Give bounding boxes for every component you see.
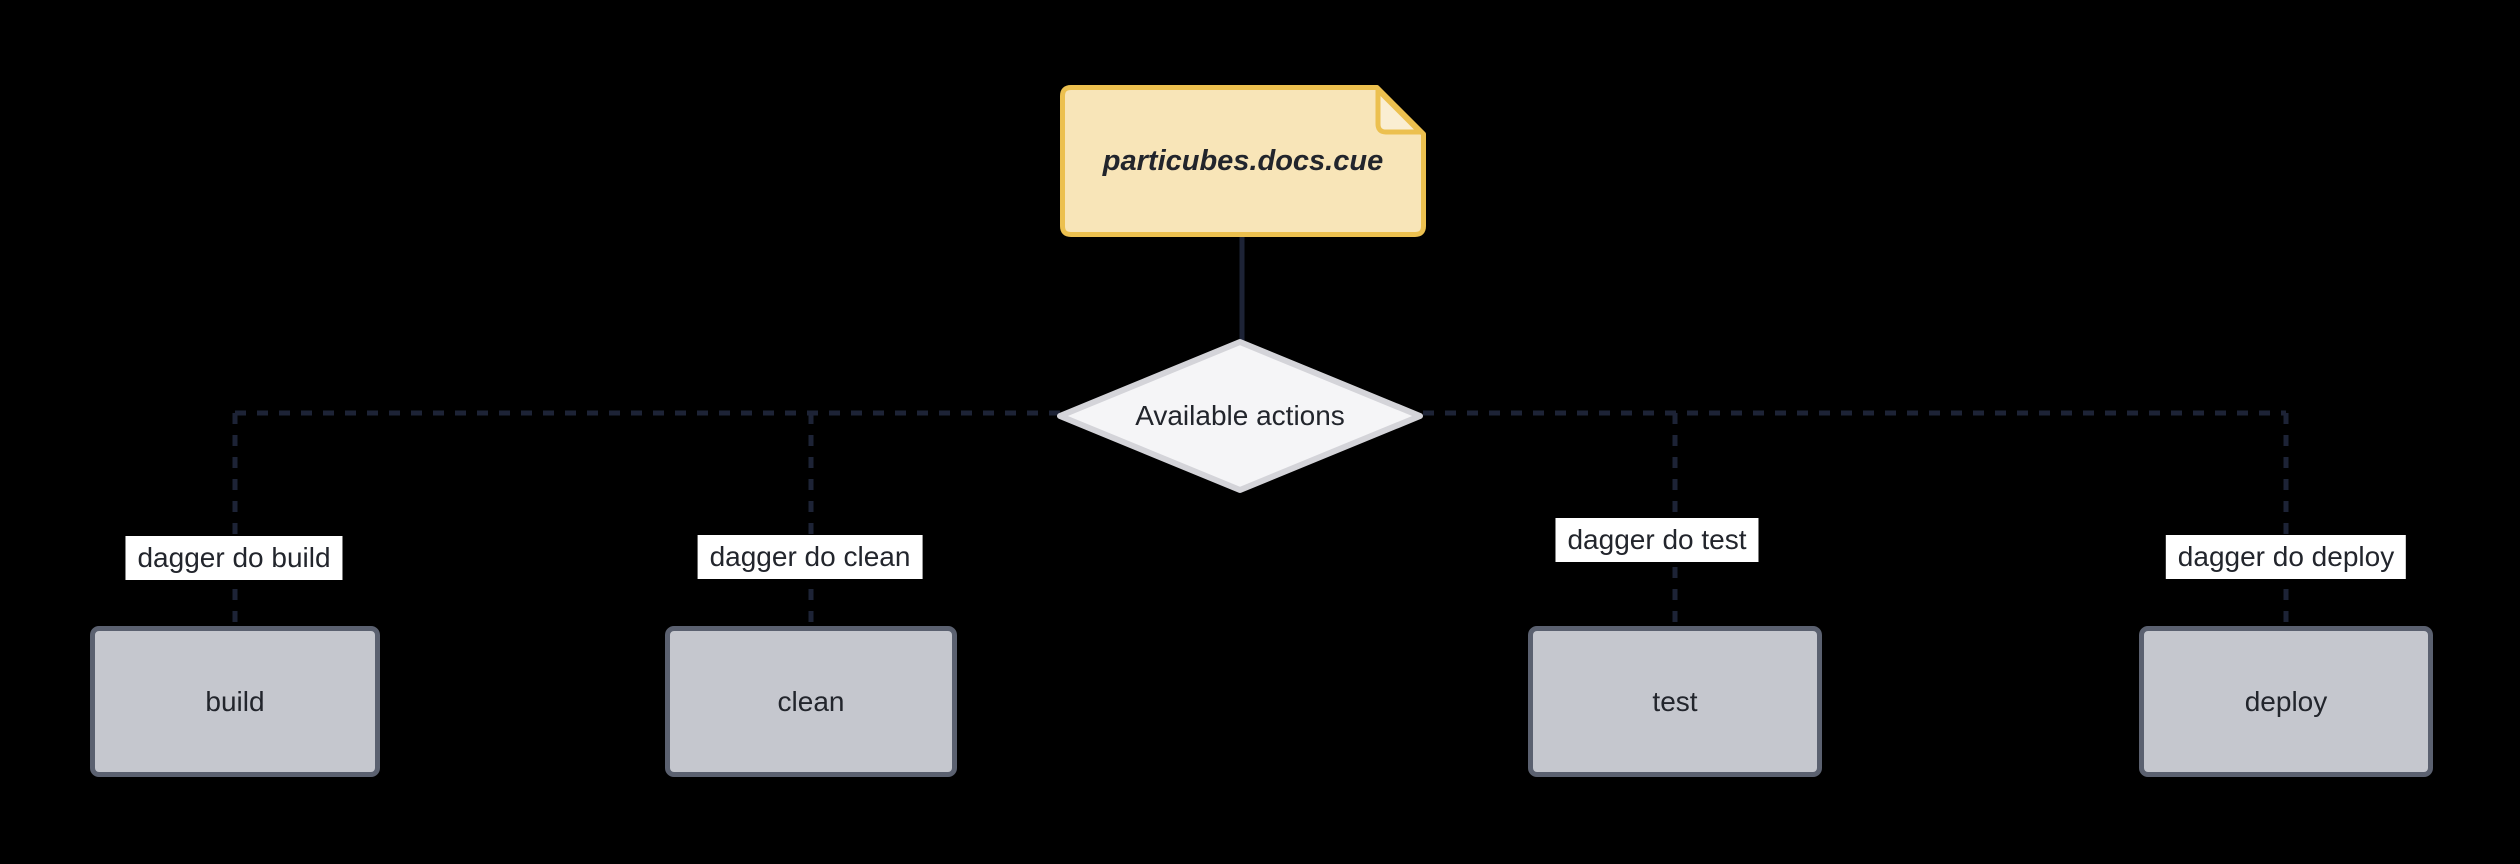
diamond-shape — [1057, 339, 1423, 493]
task-label: clean — [777, 685, 845, 717]
edge-label-dagger-do-test: dagger do test — [1555, 518, 1759, 562]
edge-label-dagger-do-deploy: dagger do deploy — [2165, 535, 2407, 579]
note-label: particubes.docs.cue — [1102, 144, 1384, 177]
note-node-particubes-docs-cue: particubes.docs.cue — [1060, 85, 1426, 237]
task-label: build — [205, 685, 265, 717]
note-shape — [1060, 85, 1426, 237]
edge-label-dagger-do-clean: dagger do clean — [697, 535, 923, 579]
task-node-deploy: deploy — [2139, 626, 2433, 777]
task-node-test: test — [1528, 626, 1822, 777]
decision-node-available-actions: Available actions — [1052, 334, 1428, 498]
task-node-clean: clean — [665, 626, 957, 777]
task-node-build: build — [90, 626, 380, 777]
task-label: deploy — [2244, 685, 2328, 717]
edge-label-dagger-do-build: dagger do build — [125, 536, 343, 580]
decision-label: Available actions — [1135, 400, 1345, 431]
task-label: test — [1652, 685, 1698, 717]
